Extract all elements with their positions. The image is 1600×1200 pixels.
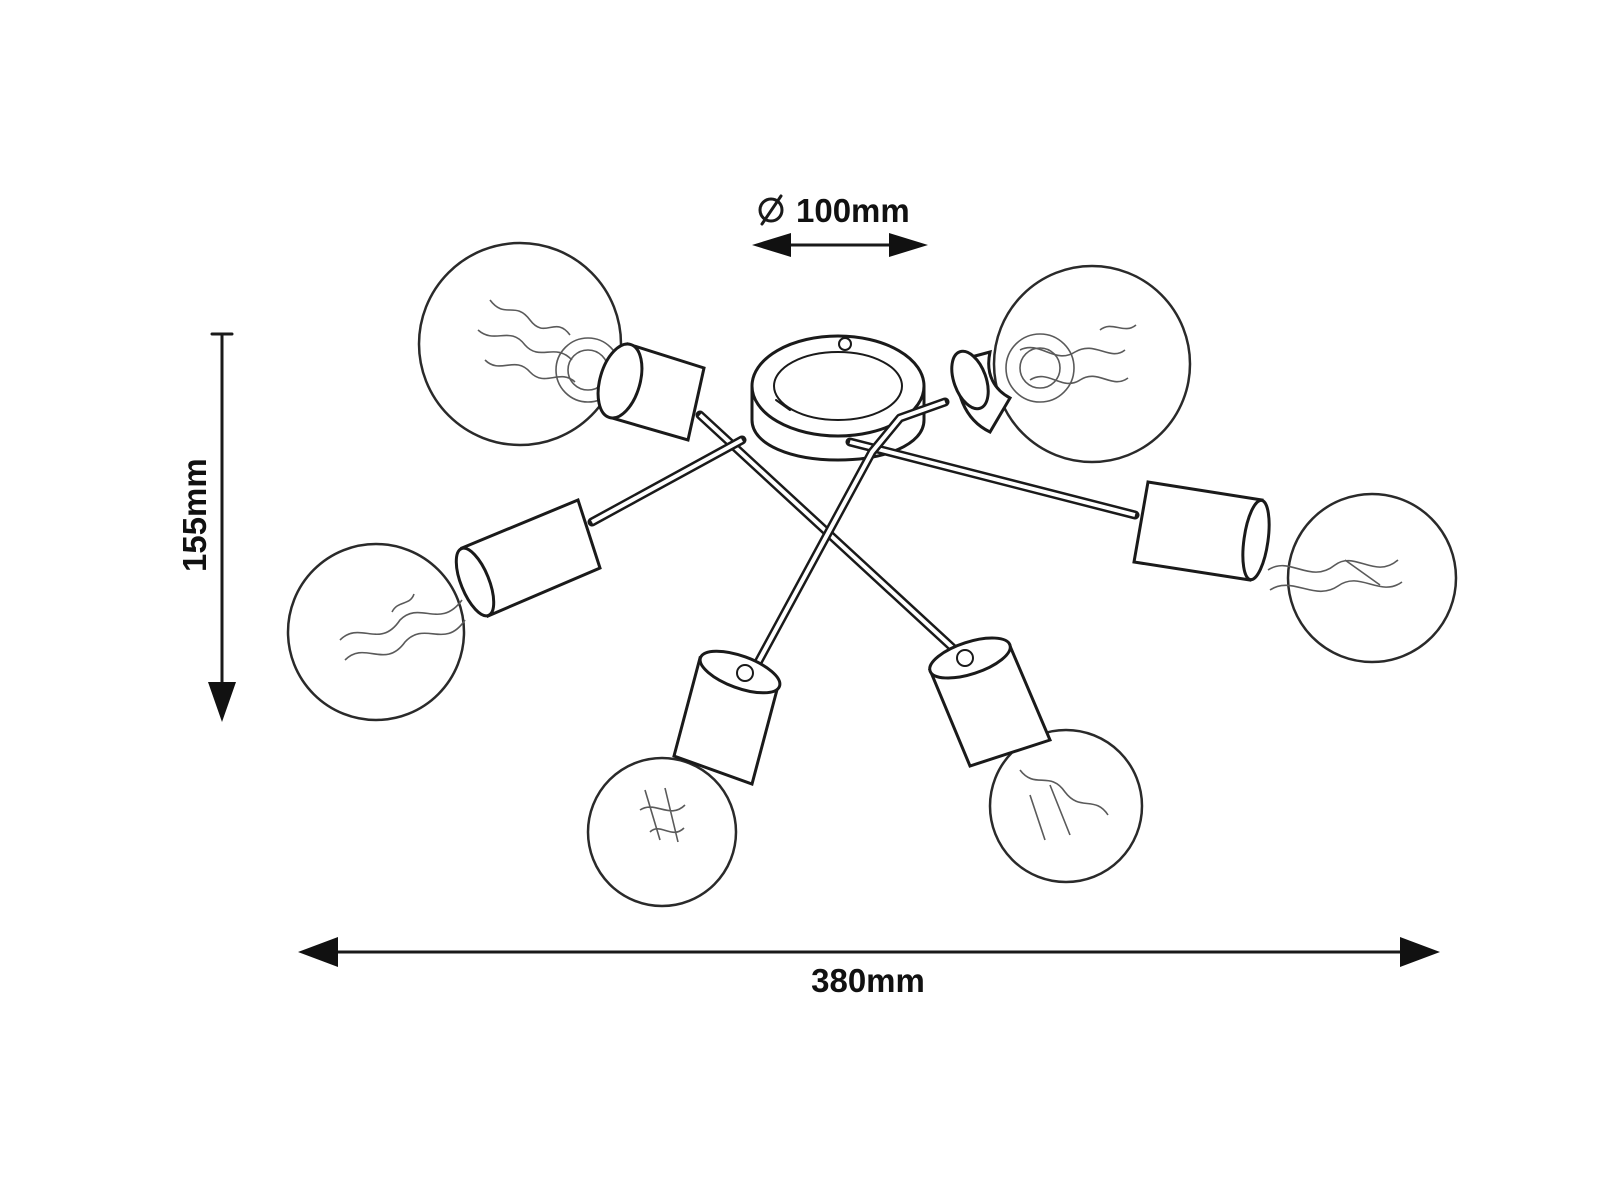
ceiling-canopy xyxy=(750,334,926,462)
socket-back-right xyxy=(950,349,1013,434)
socket-right xyxy=(1132,480,1271,582)
bulb-left xyxy=(286,542,466,722)
width-label: 380mm xyxy=(811,962,925,999)
diameter-symbol xyxy=(758,194,784,226)
socket-back-left xyxy=(596,342,706,442)
arrow-left-icon xyxy=(752,233,791,257)
bulb-back-right xyxy=(992,264,1192,464)
bulb-front-right xyxy=(988,728,1144,884)
bulb-right xyxy=(1267,492,1458,664)
socket-left xyxy=(454,497,602,618)
socket-front-left xyxy=(672,649,782,786)
bulb-front-left xyxy=(586,756,738,908)
arrow-left-icon xyxy=(298,937,338,967)
socket-front-right xyxy=(927,636,1053,768)
arrow-right-icon xyxy=(889,233,928,257)
bulb-back-left xyxy=(417,241,623,447)
arrow-down-icon xyxy=(208,682,236,722)
diameter-dimension: 100mm xyxy=(752,192,928,257)
ceiling-lamp-illustration xyxy=(286,241,1458,908)
arrow-right-icon xyxy=(1400,937,1440,967)
diameter-label: 100mm xyxy=(796,192,910,229)
width-dimension: 380mm xyxy=(298,937,1440,999)
height-label: 155mm xyxy=(176,458,213,572)
height-dimension: 155mm xyxy=(176,332,236,722)
lamp-arms xyxy=(587,397,1140,673)
